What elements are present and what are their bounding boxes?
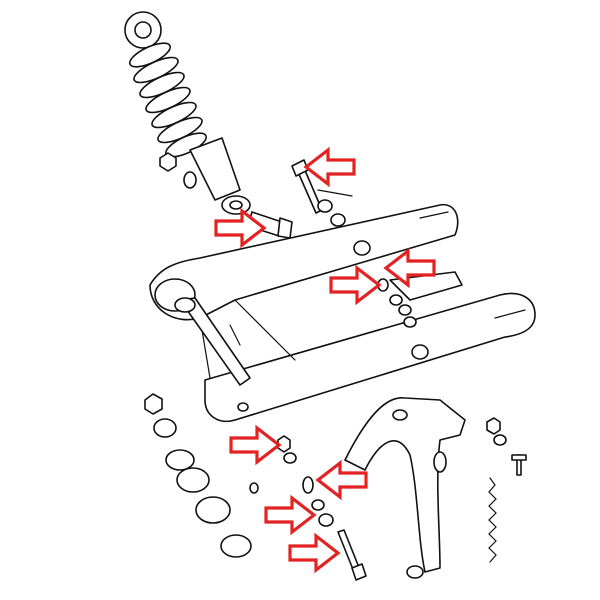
arrow-right-icon [288,532,341,574]
callout-arrows [214,146,436,574]
center-stand [344,397,466,579]
washer [183,171,197,189]
arrow-left-icon [303,146,356,188]
nut [159,152,177,172]
stand-spring [488,477,497,563]
arrow-left-icon [383,247,436,289]
nuts-and-bolt [277,435,367,581]
arrow-left-icon [315,459,368,501]
swingarm [149,203,536,422]
shock-spring [128,42,208,158]
right-fasteners [486,417,527,476]
shock-absorber [124,11,251,215]
arrow-right-icon [229,424,282,466]
upper-bolt [291,159,353,227]
pivot-parts-stack [144,393,259,558]
arrow-right-icon [329,264,382,306]
arrow-right-icon [214,207,267,249]
arrow-right-icon [264,494,317,536]
